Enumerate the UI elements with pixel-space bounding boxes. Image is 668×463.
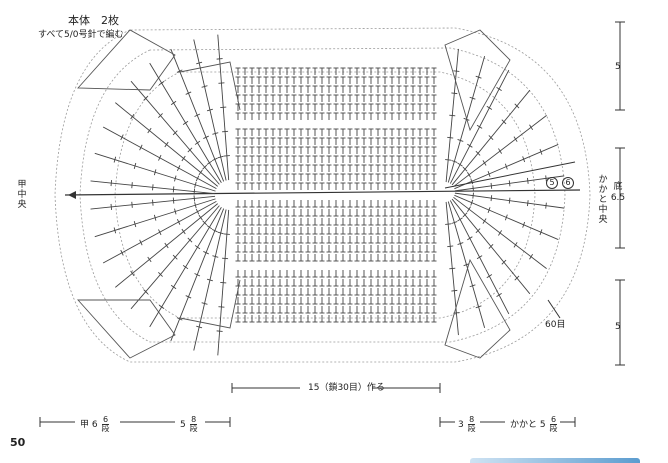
upper-stitch-block xyxy=(235,67,437,190)
center-chain-row xyxy=(64,189,581,196)
page-number: 50 xyxy=(10,436,26,449)
stitch-count-label: 60目 xyxy=(545,320,566,330)
lower-stitch-block xyxy=(235,200,437,323)
diagram-title: 本体 2枚 xyxy=(68,14,119,27)
top-height-label: 5 xyxy=(615,62,621,72)
right1-rows: 8 段 xyxy=(467,415,476,433)
heel-label: かかと xyxy=(510,420,538,430)
right1-dimension: 3 8 段 xyxy=(458,416,476,433)
heel-center-label: かかと中央 xyxy=(598,175,608,225)
toe-center-label: 甲中央 xyxy=(17,180,27,210)
dimension-lines xyxy=(39,21,625,427)
mid-cm: 5 xyxy=(180,420,186,430)
chain-base-label: 15（鎖30目）作る xyxy=(308,383,385,393)
right1-cm: 3 xyxy=(458,420,464,430)
page-accent-bar xyxy=(470,458,640,463)
instep-label: 甲 xyxy=(80,420,90,430)
mid-rows: 8 段 xyxy=(189,415,198,433)
heel-cm: 5 xyxy=(539,420,546,430)
instep-cm: 6 xyxy=(91,420,98,430)
arrow-left xyxy=(68,191,76,199)
row-marker-5: 5 xyxy=(546,177,558,189)
bottom-height-label: 5 xyxy=(615,322,621,332)
mid-dimension: 5 8 段 xyxy=(180,416,198,433)
instep-dimension: 甲 6 6 段 xyxy=(80,416,110,433)
instep-rows: 6 段 xyxy=(101,415,110,433)
outline-guides xyxy=(54,27,591,363)
toe-fan xyxy=(90,34,230,356)
heel-rows: 6 段 xyxy=(549,415,558,433)
edge-loops xyxy=(76,29,511,359)
diagram-subtitle: すべて5/0号針で編む xyxy=(38,30,124,40)
row-marker-6: 6 xyxy=(562,177,574,189)
right-diagonal-line xyxy=(444,161,576,189)
sole-width-label: 底 6.5 xyxy=(610,182,626,203)
heel-dimension: かかと 5 6 段 xyxy=(510,416,558,433)
heel-fan xyxy=(445,48,565,336)
